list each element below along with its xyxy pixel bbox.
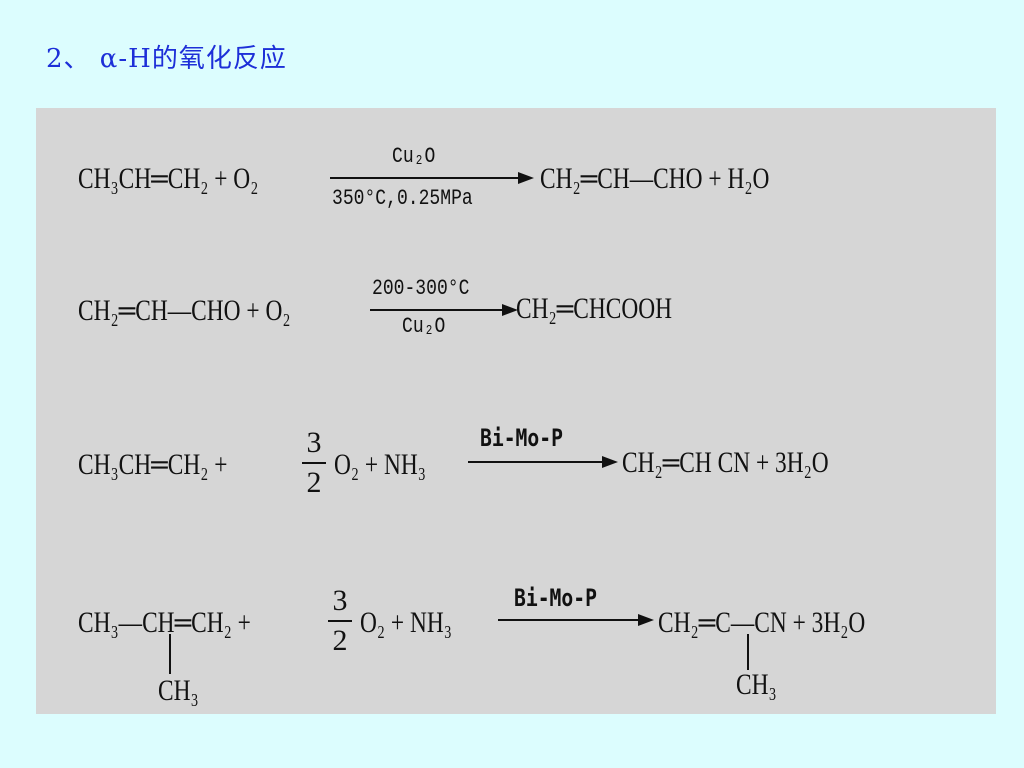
equation-1-condition-below: 350°C,0.25MPa: [332, 186, 473, 211]
equation-2-condition-above: 200-300°C: [372, 276, 470, 301]
equation-4-fraction: 3 2: [328, 584, 352, 658]
equation-3-products: CH₂═CH CN + 3H₂O: [622, 446, 829, 479]
equation-3-reactants-b: O₂ + NH₃: [334, 448, 426, 481]
equation-1-reactants: CH₃CH═CH₂ + O₂: [78, 162, 259, 195]
fraction-numerator: 3: [332, 584, 348, 617]
equation-3-reactants-a: CH₃CH═CH₂ +: [78, 448, 228, 481]
fraction-numerator: 3: [306, 426, 322, 459]
equation-1-condition-above: Cu₂O: [392, 144, 436, 169]
equation-2-reactants: CH₂═CH—CHO + O₂: [78, 294, 291, 327]
equation-4-reactants-a: CH₃—CH═CH₂ +: [78, 606, 251, 639]
equation-2-condition-below: Cu₂O: [402, 314, 446, 339]
equation-4-branch-left: CH₃: [158, 674, 199, 707]
equation-4-condition-above: Bi-Mo-P: [514, 584, 597, 612]
equation-3-fraction: 3 2: [302, 426, 326, 500]
equation-4-reactants-b: O₂ + NH₃: [360, 606, 452, 639]
equation-1-products: CH₂═CH—CHO + H₂O: [540, 162, 770, 195]
equation-4-branch-bond-right: [747, 634, 749, 670]
equation-4-branch-right: CH₃: [736, 668, 777, 701]
equation-1-arrow: [330, 158, 534, 198]
equation-4-arrow: [498, 600, 654, 640]
equations-panel: CH₃CH═CH₂ + O₂ Cu₂O 350°C,0.25MPa CH₂═CH…: [36, 108, 996, 714]
fraction-denominator: 2: [332, 624, 348, 657]
equation-2-products: CH₂═CHCOOH: [516, 292, 673, 325]
equation-4-branch-bond-left: [169, 634, 171, 674]
equation-3-condition-above: Bi-Mo-P: [480, 424, 563, 452]
fraction-denominator: 2: [306, 466, 322, 499]
slide-title: 2、 α-H的氧化反应: [46, 44, 287, 74]
equation-4-products: CH₂═C—CN + 3H₂O: [658, 606, 866, 639]
equation-2-arrow: [370, 290, 518, 330]
equation-3-arrow: [468, 442, 618, 482]
